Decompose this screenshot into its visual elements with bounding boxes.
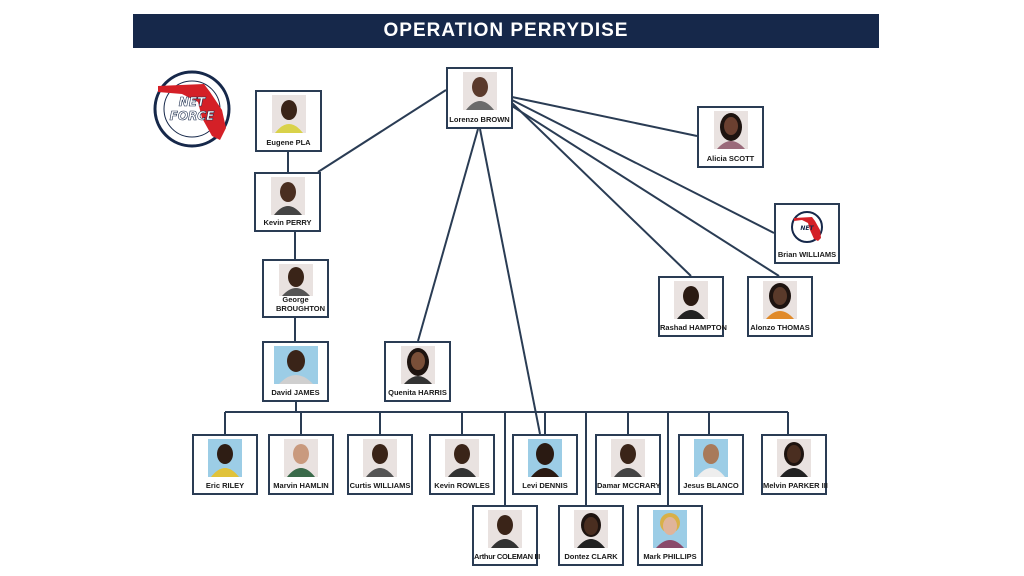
person-name: Levi DENNIS (522, 480, 568, 490)
netforce-logo: NET FORCE (152, 70, 232, 148)
portrait-icon (713, 111, 748, 149)
portrait-icon (488, 510, 522, 548)
line-brown-scott (511, 96, 698, 137)
node-eric-riley: Eric RILEY (192, 434, 258, 495)
node-george-broughton: George BROUGHTON (262, 259, 329, 318)
node-alonzo-thomas: Alonzo THOMAS (747, 276, 813, 337)
line-brown-williams (511, 99, 775, 234)
portrait-icon (284, 439, 318, 477)
node-melvin-parker-iii: Melvin PARKER III (761, 434, 828, 495)
portrait-icon (363, 439, 397, 477)
portrait-icon (611, 439, 645, 477)
portrait-icon (400, 346, 435, 384)
node-arthur-coleman-iii: Arthur COLEMAN III (472, 505, 540, 566)
person-name: Rashad HAMPTON (660, 322, 727, 332)
node-jesus-blanco: Jesus BLANCO (678, 434, 744, 495)
svg-text:NET: NET (179, 95, 206, 109)
line-brown-hampton (511, 102, 692, 277)
portrait-icon (528, 439, 562, 477)
person-name: Curtis WILLIAMS (349, 480, 411, 490)
portrait-icon (278, 264, 313, 296)
line-brown-thomas (511, 105, 780, 277)
line-brown-perry (317, 89, 447, 173)
netforce-logo-icon: NET (790, 208, 824, 246)
node-brian-williams: NET Brian WILLIAMS (774, 203, 840, 264)
page-title: OPERATION PERRYDISE (383, 20, 629, 41)
portrait-icon (271, 95, 306, 133)
node-kevin-perry: Kevin PERRY (254, 172, 321, 232)
person-name: Eric RILEY (205, 480, 245, 490)
node-eugene-pla: Eugene PLA (255, 90, 322, 152)
node-damar-mccrary: Damar MCCRARY (595, 434, 661, 495)
portrait-icon (270, 177, 305, 215)
person-name: Mark PHILLIPS (643, 551, 697, 561)
node-dontez-clark: Dontez CLARK (558, 505, 624, 566)
person-name: Melvin PARKER III (763, 480, 828, 490)
line-brown-dennis (479, 128, 541, 435)
node-marvin-hamlin: Marvin HAMLIN (268, 434, 334, 495)
node-alicia-scott: Alicia SCOTT (697, 106, 764, 168)
node-curtis-williams: Curtis WILLIAMS (347, 434, 413, 495)
portrait-icon (763, 281, 797, 319)
person-name: Dontez CLARK (564, 551, 618, 561)
portrait-icon (208, 439, 242, 477)
person-name: Kevin PERRY (263, 217, 312, 227)
portrait-icon (273, 346, 318, 384)
person-name: George BROUGHTON (276, 295, 326, 313)
portrait-icon (574, 510, 608, 548)
node-levi-dennis: Levi DENNIS (512, 434, 578, 495)
node-lorenzo-brown: Lorenzo BROWN (446, 67, 513, 129)
person-name: Brian WILLIAMS (777, 249, 837, 259)
node-david-james: David JAMES (262, 341, 329, 402)
svg-text:NET: NET (800, 225, 814, 232)
person-name: Marvin HAMLIN (273, 480, 329, 490)
node-kevin-rowles: Kevin ROWLES (429, 434, 495, 495)
line-brown-harris (417, 128, 479, 342)
person-name: Alonzo THOMAS (750, 322, 810, 332)
portrait-icon (777, 439, 811, 477)
title-banner: OPERATION PERRYDISE (133, 14, 879, 48)
portrait-icon (462, 72, 497, 110)
person-name: Arthur COLEMAN III (474, 551, 540, 561)
node-rashad-hampton: Rashad HAMPTON (658, 276, 727, 337)
person-name: Kevin ROWLES (434, 480, 490, 490)
person-name: David JAMES (271, 387, 320, 397)
node-quenita-harris: Quenita HARRIS (384, 341, 451, 402)
person-name: Jesus BLANCO (683, 480, 739, 490)
svg-text:FORCE: FORCE (170, 109, 215, 123)
node-mark-phillips: Mark PHILLIPS (637, 505, 703, 566)
portrait-icon (653, 510, 687, 548)
portrait-icon (445, 439, 479, 477)
person-name: Damar MCCRARY (597, 480, 661, 490)
person-name: Quenita HARRIS (388, 387, 447, 397)
person-name: Lorenzo BROWN (449, 114, 510, 124)
portrait-icon (694, 439, 728, 477)
person-name: Eugene PLA (266, 137, 311, 147)
portrait-icon (674, 281, 708, 319)
person-name: Alicia SCOTT (706, 153, 755, 163)
